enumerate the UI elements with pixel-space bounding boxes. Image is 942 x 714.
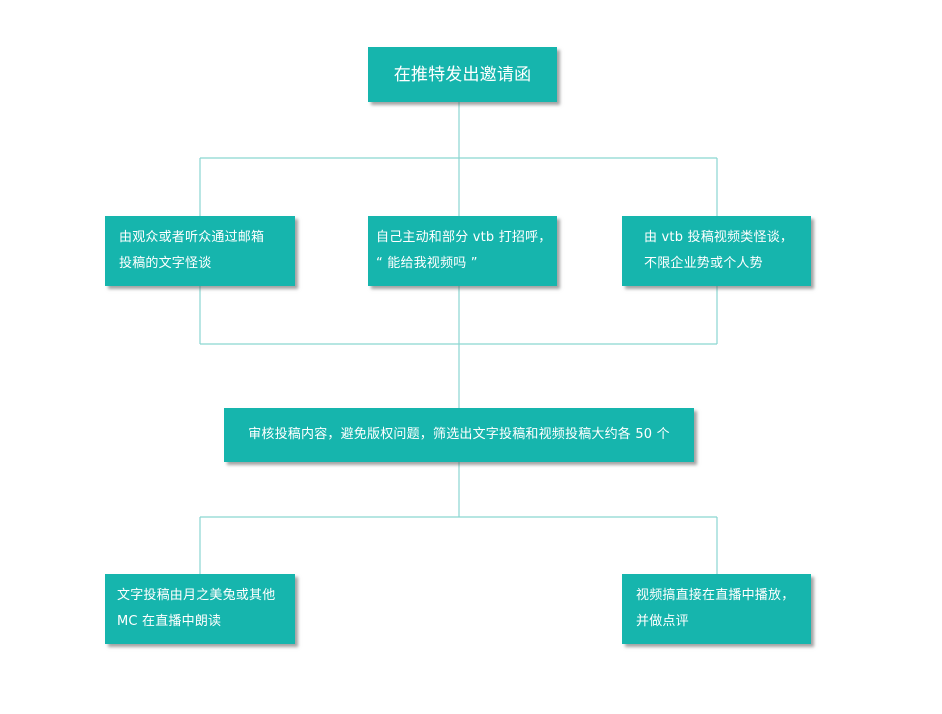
node-source-1-label: 由观众或者听众通过邮箱 投稿的文字怪谈 — [119, 230, 265, 271]
node-root-label: 在推特发出邀请函 — [393, 64, 532, 85]
node-source-ask-vtb: 自己主动和部分 vtb 打招呼， “ 能给我视频吗 ” — [368, 216, 557, 286]
node-source-vtb-video: 由 vtb 投稿视频类怪谈， 不限企业势或个人势 — [622, 216, 811, 286]
node-review-label: 审核投稿内容，避免版权问题，筛选出文字投稿和视频投稿大约各 50 个 — [248, 427, 670, 442]
node-output-2-label: 视频搞直接在直播中播放， 并做点评 — [636, 588, 795, 629]
node-source-email-submissions: 由观众或者听众通过邮箱 投稿的文字怪谈 — [105, 216, 295, 286]
node-source-3-label: 由 vtb 投稿视频类怪谈， 不限企业势或个人势 — [644, 230, 794, 271]
node-output-1-label: 文字投稿由月之美兔或其他 MC 在直播中朗读 — [117, 588, 276, 629]
node-source-2-label: 自己主动和部分 vtb 打招呼， “ 能给我视频吗 ” — [376, 230, 552, 271]
node-review-submissions: 审核投稿内容，避免版权问题，筛选出文字投稿和视频投稿大约各 50 个 — [224, 408, 694, 462]
node-root-twitter-invite: 在推特发出邀请函 — [368, 47, 557, 102]
node-output-video-playback: 视频搞直接在直播中播放， 并做点评 — [622, 574, 811, 644]
node-output-text-reading: 文字投稿由月之美兔或其他 MC 在直播中朗读 — [105, 574, 295, 644]
